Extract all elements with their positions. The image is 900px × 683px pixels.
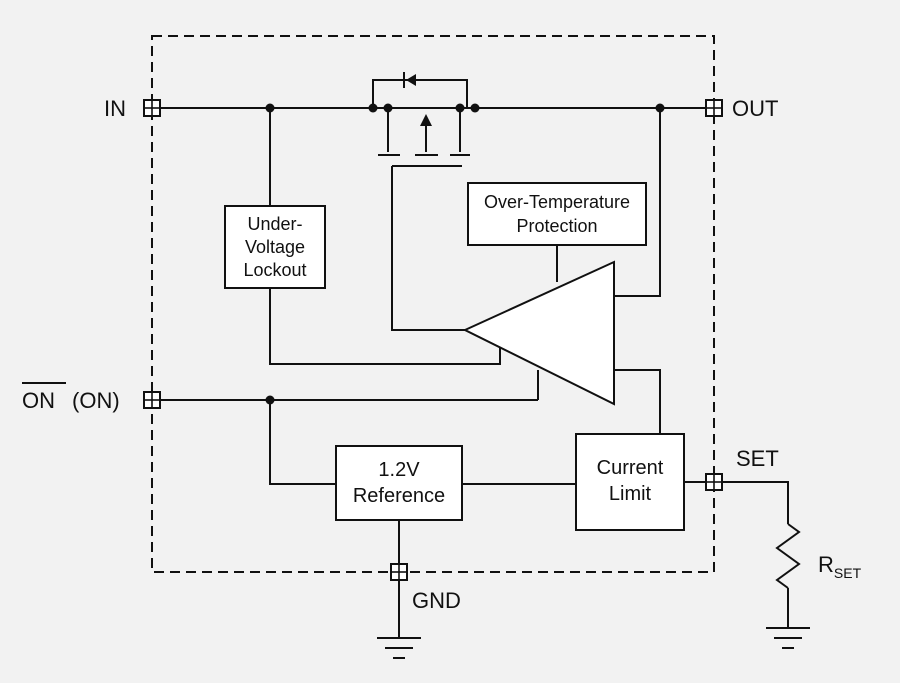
uvlo-label-line-1: Under- <box>247 214 302 234</box>
gnd-pin-label: GND <box>412 588 461 613</box>
ic-boundary <box>151 35 715 573</box>
rset-label-main: R <box>818 552 834 577</box>
junction-dot <box>265 395 275 405</box>
otp-label-line-1: Over-Temperature <box>484 192 630 212</box>
gate-wire <box>391 166 465 331</box>
junction-dot <box>455 103 465 113</box>
pin-gnd <box>390 563 408 581</box>
junction-dot <box>265 103 275 113</box>
otp-block <box>467 182 647 246</box>
pin-in <box>143 99 161 117</box>
pin-out <box>705 99 723 117</box>
junction-dot <box>470 103 480 113</box>
current-limit-block <box>575 433 685 531</box>
body-diode-icon <box>403 72 416 88</box>
set-pin-label: SET <box>736 446 779 471</box>
on-bar-label: ON <box>22 388 55 413</box>
out-pin-label: OUT <box>732 96 778 121</box>
junction-dot <box>383 103 393 113</box>
reference-label-line-1: 1.2V <box>378 459 420 481</box>
reference-block <box>335 445 463 521</box>
junction-dot <box>368 103 378 113</box>
error-amplifier <box>462 260 615 406</box>
uvlo-label-line-2: Voltage <box>245 237 305 257</box>
rset-label: RSET <box>818 552 862 581</box>
ground-icon <box>766 627 810 649</box>
rset-resistor <box>775 523 801 589</box>
pass-mosfet <box>365 79 475 167</box>
otp-label-line-2: Protection <box>516 216 597 236</box>
on-paren-label: (ON) <box>72 388 120 413</box>
pin-set <box>705 473 723 491</box>
current-limit-label-line-2: Limit <box>609 483 652 505</box>
rset-label-sub: SET <box>834 565 862 581</box>
current-limit-label-line-1: Current <box>597 457 664 479</box>
ground-icon <box>377 637 421 659</box>
junction-dot <box>655 103 665 113</box>
uvlo-label-line-3: Lockout <box>243 260 306 280</box>
pin-on <box>143 391 161 409</box>
in-pin-label: IN <box>104 96 126 121</box>
reference-label-line-2: Reference <box>353 485 445 507</box>
uvlo-block <box>224 205 326 289</box>
